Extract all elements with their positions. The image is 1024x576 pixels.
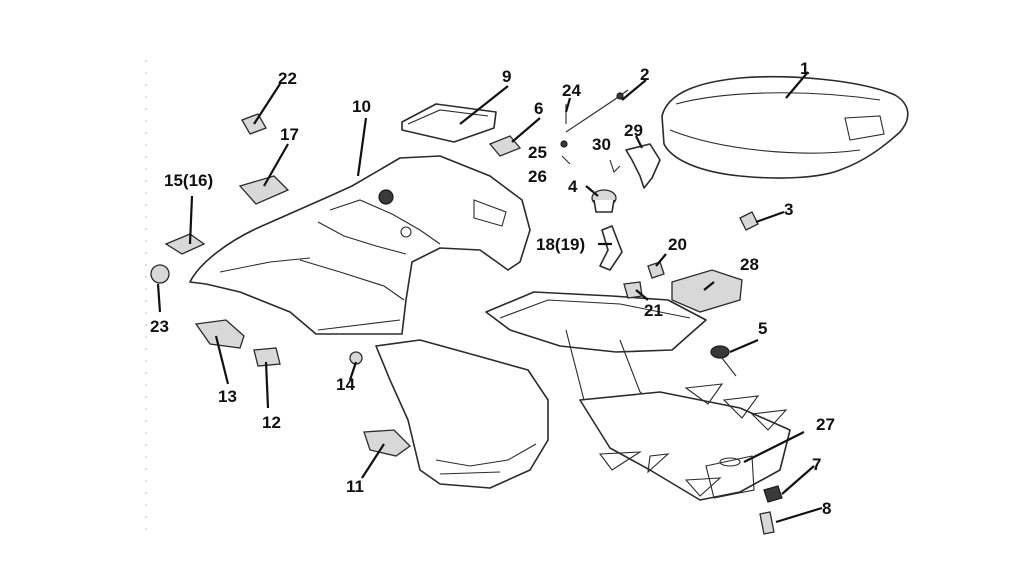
callout-26: 26 xyxy=(528,167,547,186)
callout-13: 13 xyxy=(218,387,237,406)
part-29-latch xyxy=(625,143,661,189)
callout-20: 20 xyxy=(668,235,687,254)
seat-part xyxy=(661,76,909,179)
part-15-16-reflector xyxy=(164,233,206,255)
part-21-stud xyxy=(623,281,643,299)
frame-part xyxy=(485,291,791,501)
callout-25: 25 xyxy=(528,143,547,162)
part-5-fastener xyxy=(710,345,737,377)
callout-22: 22 xyxy=(278,69,297,88)
callout-21: 21 xyxy=(644,301,663,320)
callout-12: 12 xyxy=(262,413,281,432)
part-26-spring xyxy=(561,155,571,165)
callout-7: 7 xyxy=(812,455,821,474)
callout-6: 6 xyxy=(534,99,543,118)
callout-10: 10 xyxy=(352,97,371,116)
part-30-hook xyxy=(609,159,621,174)
part-28-battery-box xyxy=(671,269,743,313)
callout-23: 23 xyxy=(150,317,169,336)
callout-29: 29 xyxy=(624,121,643,140)
part-2-cable xyxy=(565,89,629,133)
part-20-bolt xyxy=(647,261,665,279)
part-25-washer xyxy=(560,140,568,148)
part-12-clip xyxy=(253,347,281,367)
part-13-bracket xyxy=(194,319,245,349)
callout-30: 30 xyxy=(592,135,611,154)
callout-15-16: 15(16) xyxy=(164,171,213,190)
callout-labels: 1 2 3 4 5 6 7 8 9 10 11 12 13 14 15(16) … xyxy=(150,59,835,518)
callout-1: 1 xyxy=(800,59,809,78)
lower-panel-part xyxy=(363,339,549,489)
callout-24: 24 xyxy=(562,81,581,100)
callout-5: 5 xyxy=(758,319,767,338)
callout-14: 14 xyxy=(336,375,355,394)
callout-8: 8 xyxy=(822,499,831,518)
part-23-plug xyxy=(150,264,170,284)
callout-17: 17 xyxy=(280,125,299,144)
part-18-19-bracket xyxy=(599,225,623,271)
lid-cover-part xyxy=(401,103,497,143)
callout-2: 2 xyxy=(640,65,649,84)
callout-18-19: 18(19) xyxy=(536,235,585,254)
part-3-rubber-cushion xyxy=(739,211,759,231)
part-17-cover xyxy=(238,175,290,205)
part-7-bolt xyxy=(763,485,783,503)
rear-fender-part xyxy=(189,155,531,335)
callout-11: 11 xyxy=(346,477,364,496)
callout-9: 9 xyxy=(502,67,511,86)
callout-3: 3 xyxy=(784,200,793,219)
callout-4: 4 xyxy=(568,177,578,196)
part-4-grommet xyxy=(591,189,617,213)
callout-28: 28 xyxy=(740,255,759,274)
callout-27: 27 xyxy=(816,415,835,434)
part-8-screw xyxy=(759,511,775,535)
leader-lines xyxy=(156,71,823,524)
